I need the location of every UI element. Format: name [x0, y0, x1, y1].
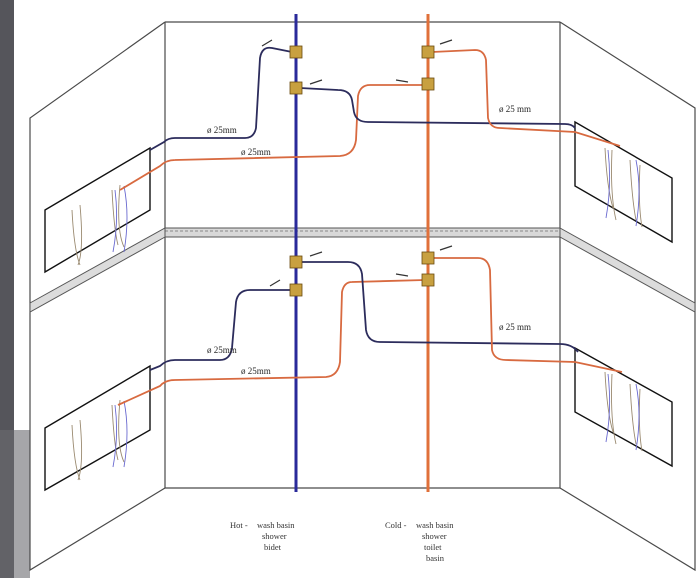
left-wall-outline	[29, 21, 166, 572]
fixture-panel-lower-right	[574, 346, 673, 468]
cold-branch-upper-right	[431, 49, 621, 147]
legend-hot-title: Hot -	[230, 520, 248, 530]
legend-cold-title: Cold -	[385, 520, 407, 530]
fixture-sketch-ur	[604, 147, 643, 228]
cold-branch-lower-right	[432, 257, 623, 373]
upper-branches	[119, 46, 621, 191]
hot-tee-upper-2	[289, 81, 303, 95]
legend-cold-item-3: toilet	[424, 542, 442, 552]
cold-branch-lower-left	[117, 279, 426, 406]
cold-tee-lower-2	[421, 273, 435, 287]
legend-hot-item-3: bidet	[264, 542, 282, 552]
cold-tee-lower-1	[421, 251, 435, 265]
pipe-label-upper-left-hot: ø 25mm	[207, 125, 237, 135]
fixture-panel-lower-left	[44, 364, 151, 492]
hot-branch-upper-left	[149, 46, 293, 151]
pipe-label-lower-left-cold: ø 25mm	[241, 366, 271, 376]
legend-cold-item-2: shower	[422, 531, 447, 541]
fittings	[289, 45, 435, 297]
fixture-sketch-lr	[604, 371, 643, 452]
hot-tee-lower-1	[289, 255, 303, 269]
back-wall-outline	[164, 22, 561, 489]
cold-branch-upper-left	[119, 84, 425, 191]
fixture-panel-upper-left	[44, 146, 151, 274]
legend-hot-item-1: wash basin	[257, 520, 295, 530]
legend-hot: Hot - wash basin shower bidet	[230, 520, 295, 552]
pipe-label-lower-left-hot: ø 25mm	[207, 345, 237, 355]
lower-branches	[117, 257, 623, 406]
pipe-label-lower-right: ø 25 mm	[499, 322, 531, 332]
fixture-panel-upper-right	[574, 120, 673, 244]
left-edge-strip-lower	[0, 430, 30, 578]
floor-slab-left	[29, 227, 166, 313]
legend-cold: Cold - wash basin shower toilet basin	[385, 520, 454, 563]
floor-slab-back	[164, 227, 561, 238]
right-wall-outline	[559, 21, 696, 572]
legend-hot-item-2: shower	[262, 531, 287, 541]
hot-branch-lower-right	[300, 261, 579, 353]
legend-cold-item-4: basin	[426, 553, 445, 563]
fixture-panels	[44, 120, 673, 492]
hot-branch-upper-right	[299, 87, 576, 129]
pipe-label-upper-left-cold: ø 25mm	[241, 147, 271, 157]
hot-tee-upper-1	[289, 45, 303, 59]
hot-tee-lower-2	[289, 283, 303, 297]
cold-tee-upper-2	[421, 77, 435, 91]
fixture-sketch-ll	[71, 399, 125, 481]
fixture-sketch-ul	[71, 184, 125, 266]
cold-tee-upper-1	[421, 45, 435, 59]
pipe-label-upper-right: ø 25 mm	[499, 104, 531, 114]
hot-branch-lower-left	[149, 289, 292, 371]
floor-slab	[29, 227, 696, 313]
legend-cold-item-1: wash basin	[416, 520, 454, 530]
floor-slab-right	[559, 227, 696, 313]
walls	[29, 21, 696, 572]
valve-handles	[261, 39, 453, 287]
fixture-sketches	[71, 147, 643, 481]
